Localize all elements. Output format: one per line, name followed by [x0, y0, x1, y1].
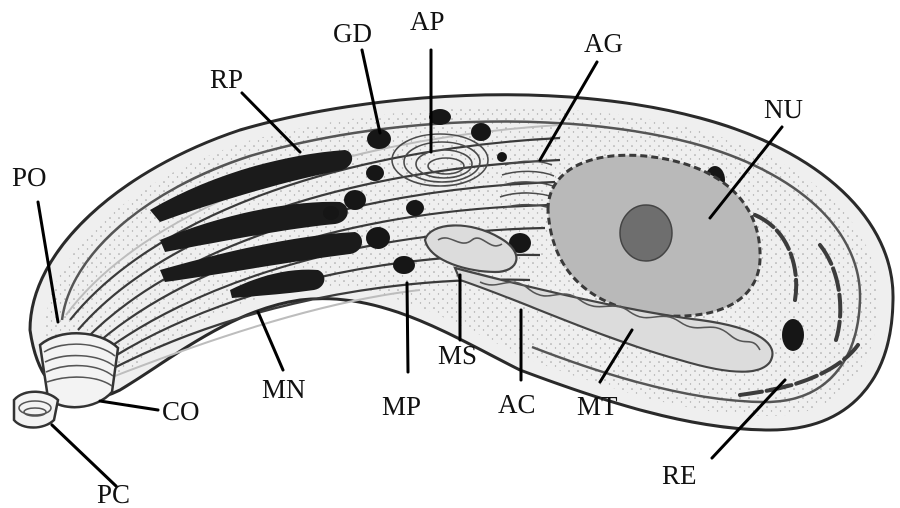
label-ms: MS [438, 340, 477, 370]
nucleolus [620, 205, 672, 261]
conoid [14, 333, 118, 427]
label-co: CO [162, 396, 200, 426]
label-pc: PC [97, 479, 130, 508]
label-rp: RP [210, 64, 243, 94]
label-mn: MN [262, 374, 306, 404]
label-po: PO [12, 162, 47, 192]
leader-co [100, 401, 158, 410]
leader-mn [258, 312, 283, 370]
label-mt: MT [577, 391, 618, 421]
label-ag: AG [584, 28, 623, 58]
label-nu: NU [764, 94, 803, 124]
leader-mp [407, 283, 408, 372]
label-mp: MP [382, 391, 421, 421]
label-gd: GD [333, 18, 372, 48]
leader-pc [52, 425, 116, 486]
label-re: RE [662, 460, 697, 490]
label-ac: AC [498, 389, 536, 419]
label-ap: AP [410, 6, 445, 36]
